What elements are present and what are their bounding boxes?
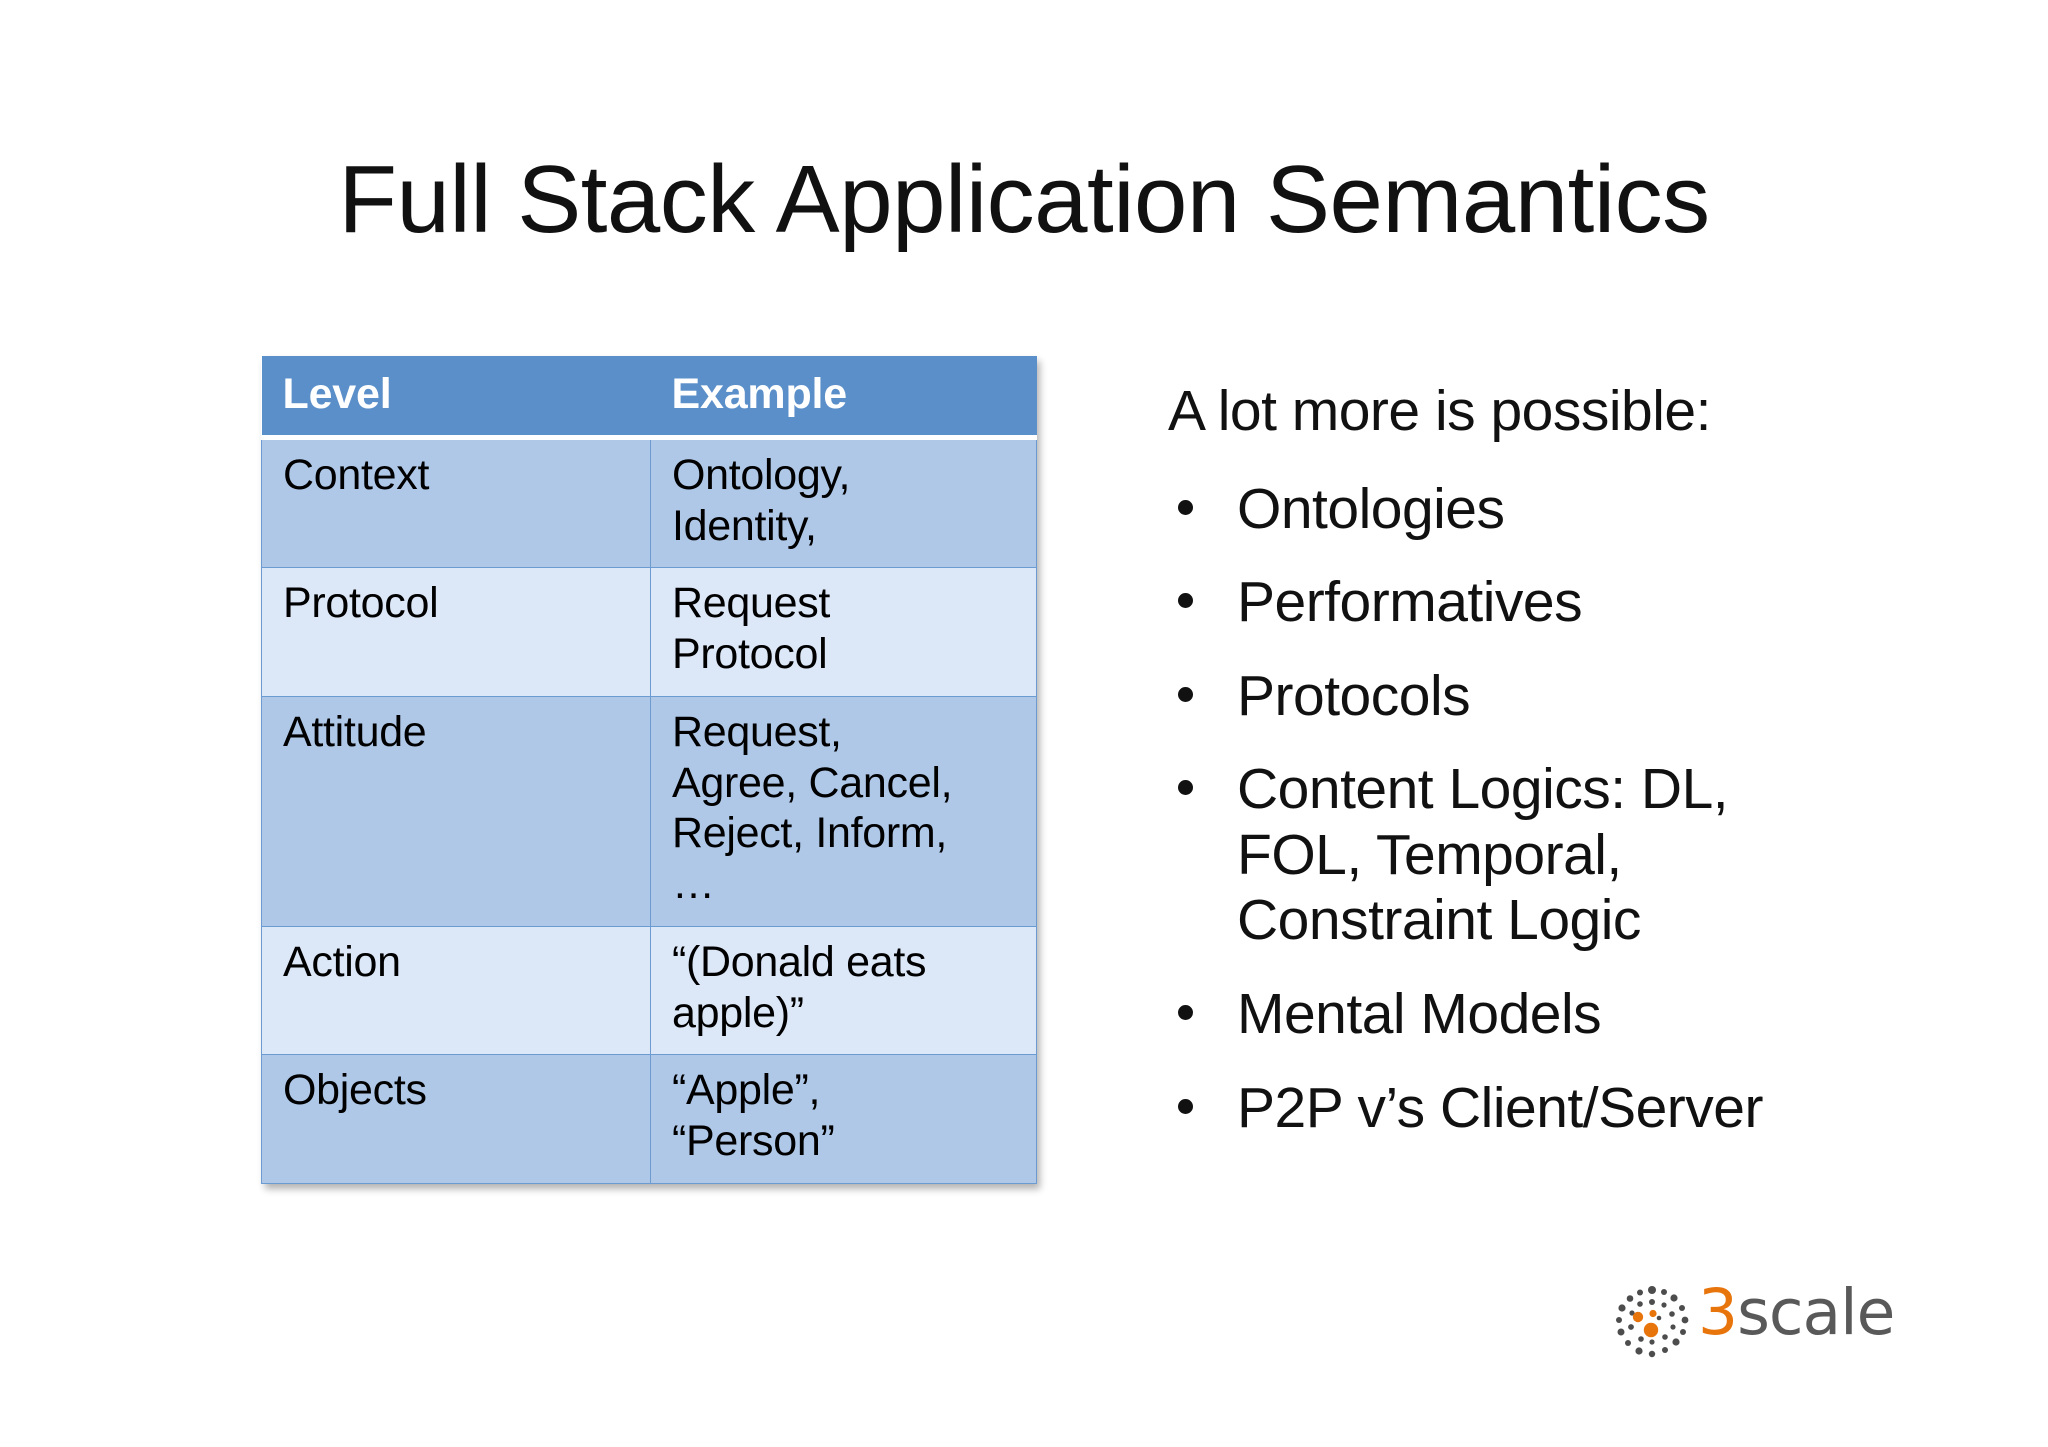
table-cell-level: Action <box>261 925 651 1056</box>
right-panel-heading: A lot more is possible: <box>1168 379 1711 443</box>
table-cell-example-line: “(Donald eats <box>672 937 927 986</box>
table-cell-example-line: Ontology, <box>672 451 851 499</box>
table-cell-example-line: Request <box>672 579 831 628</box>
list-item: Ontologies <box>1168 477 2018 543</box>
table-cell-example-line: Identity, <box>672 501 817 550</box>
list-item-line: P2P v’s Client/Server <box>1237 1075 1763 1140</box>
logo-wordmark: 3scale <box>1698 1281 1895 1344</box>
list-item-line: Protocols <box>1237 663 1471 728</box>
list-item-label: P2P v’s Client/Server <box>1237 1076 2018 1142</box>
table-cell-example: “Apple”,“Person” <box>650 1054 1037 1184</box>
table-cell-example-line: “Apple”, <box>672 1066 821 1115</box>
list-item-line: Content Logics: DL, <box>1237 757 1729 822</box>
list-item-line: Mental Models <box>1237 981 1602 1046</box>
list-item-label: Ontologies <box>1237 477 2018 543</box>
list-item: P2P v’s Client/Server <box>1168 1076 2018 1142</box>
table-cell-level: Objects <box>261 1054 651 1184</box>
logo-text: scale <box>1737 1276 1895 1349</box>
logo-digit: 3 <box>1698 1276 1738 1349</box>
list-item-line: Performatives <box>1237 570 1583 635</box>
table-cell-example-line: Reject, Inform, <box>672 809 948 858</box>
table-cell-example-line: Request, <box>672 707 842 756</box>
table-header-row: Level Example <box>261 356 1037 438</box>
list-item-line: FOL, Temporal, <box>1237 822 1622 887</box>
bullet-dot-icon <box>1178 780 1193 796</box>
bullet-dot-icon <box>1178 1004 1193 1020</box>
table-cell-example-line: … <box>672 860 715 909</box>
list-item: Content Logics: DL,FOL, Temporal,Constra… <box>1168 757 2018 954</box>
list-item-line: Ontologies <box>1237 476 1505 541</box>
list-item-label: Performatives <box>1237 570 2018 636</box>
list-item-label: Mental Models <box>1237 982 2018 1048</box>
table-cell-level: Attitude <box>261 695 651 927</box>
table-cell-example-line: Agree, Cancel, <box>672 758 953 807</box>
page-title: Full Stack Application Semantics <box>338 146 1710 253</box>
list-item: Protocols <box>1168 664 2018 730</box>
list-item-line: Constraint Logic <box>1237 888 1641 953</box>
table-cell-example-line: “Person” <box>672 1117 835 1166</box>
table-row: Objects“Apple”,“Person” <box>261 1054 1037 1184</box>
bullet-dot-icon <box>1178 499 1193 515</box>
3scale-dot-mandala-icon <box>1616 1286 1689 1358</box>
bullet-dot-icon <box>1178 686 1193 702</box>
table-cell-level: Protocol <box>261 567 651 697</box>
list-item: Performatives <box>1168 570 2018 636</box>
list-item: Mental Models <box>1168 982 2018 1048</box>
table-cell-example-line: apple)” <box>672 988 804 1037</box>
list-item-label: Content Logics: DL,FOL, Temporal,Constra… <box>1237 757 2018 954</box>
column-header-example: Example <box>650 356 1037 438</box>
table-cell-example-line: Protocol <box>672 630 828 679</box>
bullet-dot-icon <box>1178 593 1193 609</box>
list-item-label: Protocols <box>1237 664 2018 730</box>
table-cell-example: Request,Agree, Cancel,Reject, Inform,… <box>650 695 1037 927</box>
bullet-dot-icon <box>1178 1098 1193 1114</box>
3scale-logo: 3scale <box>1612 1281 1895 1361</box>
table-header: Level Example <box>261 356 1037 438</box>
table-cell-example: Ontology,Identity, <box>650 436 1037 569</box>
column-header-level: Level <box>261 356 651 438</box>
table-cell-level: Context <box>261 436 651 569</box>
